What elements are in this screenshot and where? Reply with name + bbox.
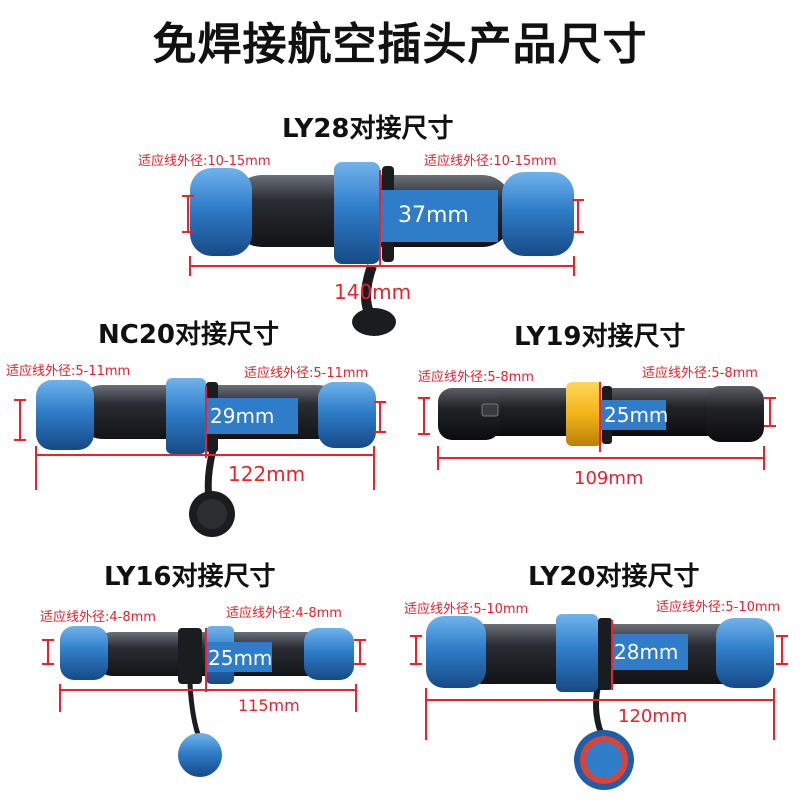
ly28-cable-left: 适应线外径:10-15mm xyxy=(138,154,271,169)
nc20-diameter: 29mm xyxy=(210,404,275,428)
ly20-cable-left: 适应线外径:5-10mm xyxy=(404,602,529,617)
ly16-cable-right: 适应线外径:4-8mm xyxy=(226,606,342,621)
nc20-title: NC20对接尺寸 xyxy=(98,320,280,350)
ly16-title: LY16对接尺寸 xyxy=(104,562,276,592)
ly20-title: LY20对接尺寸 xyxy=(528,562,700,592)
page-title: 免焊接航空插头产品尺寸 xyxy=(152,19,648,70)
ly20-connector xyxy=(410,614,788,790)
ly28-cable-right: 适应线外径:10-15mm xyxy=(424,154,557,169)
ly28-diameter: 37mm xyxy=(398,203,469,228)
nc20-cable-right: 适应线外径:5-11mm xyxy=(244,366,369,381)
ly28-length: 140mm xyxy=(334,280,412,304)
ly19-connector xyxy=(418,382,776,470)
ly16-diameter: 25mm xyxy=(208,646,273,670)
ly28-connector xyxy=(182,162,584,336)
nc20-connector xyxy=(14,378,386,537)
ly16-dust-cap xyxy=(178,733,222,777)
ly20-diameter-box xyxy=(612,634,688,670)
ly20-length: 120mm xyxy=(618,706,688,727)
ly16-cable-left: 适应线外径:4-8mm xyxy=(40,610,156,625)
ly19-diameter: 25mm xyxy=(604,403,669,427)
ly16-connector xyxy=(42,626,366,777)
ly28-dust-cap xyxy=(352,308,396,336)
ly19-cable-right: 适应线外径:5-8mm xyxy=(642,366,758,381)
nc20-cable-left: 适应线外径:5-11mm xyxy=(6,364,131,379)
ly19-length: 109mm xyxy=(574,468,644,489)
ly19-title: LY19对接尺寸 xyxy=(514,322,686,352)
nc20-diameter-box xyxy=(206,398,298,434)
ly28-title: LY28对接尺寸 xyxy=(282,114,454,144)
ly20-cable-right: 适应线外径:5-10mm xyxy=(656,600,781,615)
ly28-diameter-box xyxy=(380,190,498,242)
nc20-length: 122mm xyxy=(228,462,306,486)
ly20-diameter: 28mm xyxy=(614,640,679,664)
ly16-length: 115mm xyxy=(238,696,300,715)
ly16-diameter-box xyxy=(206,642,272,672)
ly19-diameter-box xyxy=(600,400,666,430)
ly19-cable-left: 适应线外径:5-8mm xyxy=(418,370,534,385)
